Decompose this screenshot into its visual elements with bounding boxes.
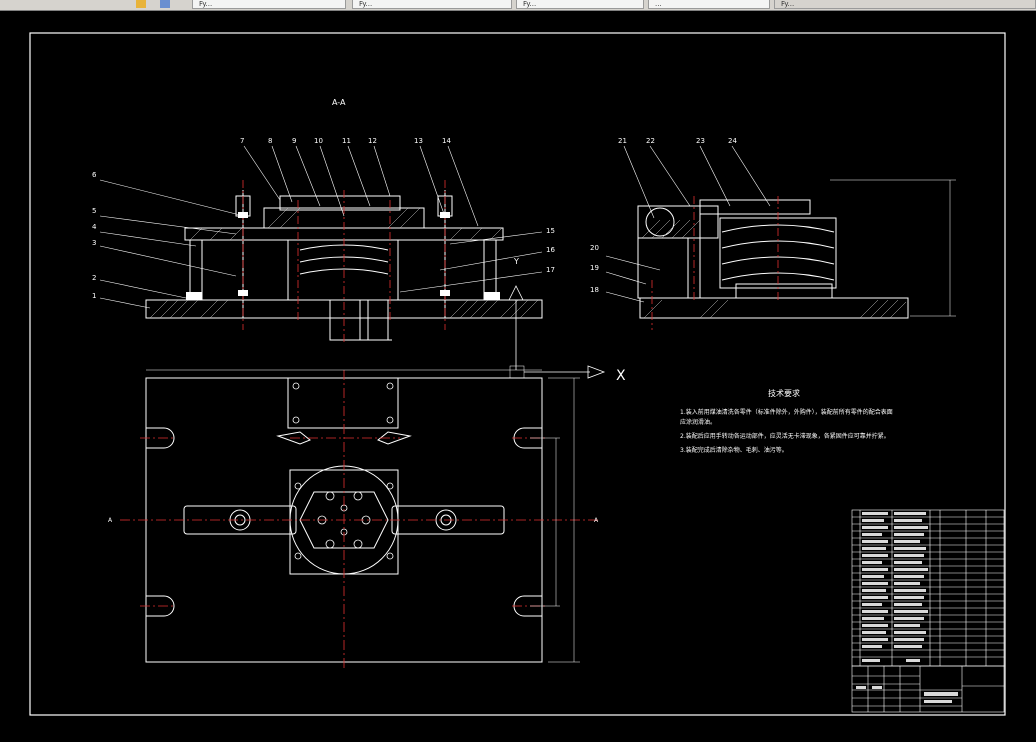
svg-text:5: 5 (92, 207, 96, 215)
parts-list-text-blocks (862, 512, 928, 662)
title-block-text (856, 686, 958, 703)
document-tab-bar: Fy... Fy... Fy... ... Fy... (0, 0, 1036, 11)
side-view-hatching (641, 219, 907, 319)
svg-text:10: 10 (314, 137, 323, 145)
front-view-bolts (186, 212, 500, 300)
svg-text:20: 20 (590, 244, 599, 252)
svg-text:3: 3 (92, 239, 96, 247)
svg-text:15: 15 (546, 227, 555, 235)
side-view-centerlines (651, 196, 779, 330)
svg-text:13: 13 (414, 137, 423, 145)
tech-line-3: 2.装配后应用手转动各运动部件，应灵活无卡滞现象，各紧固件应可靠并拧紧。 (680, 432, 890, 440)
svg-text:17: 17 (546, 266, 555, 274)
svg-text:11: 11 (342, 137, 351, 145)
drawing-frame (29, 32, 1006, 716)
svg-text:18: 18 (590, 286, 599, 294)
svg-text:24: 24 (728, 137, 737, 145)
technical-requirements: 技术要求 1.装入前用煤油清洗各零件（标准件除外，外购件），装配前所有零件的配合… (680, 388, 893, 454)
toolbar-icon[interactable] (136, 0, 146, 8)
svg-text:6: 6 (92, 171, 97, 179)
svg-text:1: 1 (92, 292, 96, 300)
svg-text:4: 4 (92, 223, 97, 231)
svg-text:8: 8 (268, 137, 272, 145)
side-view-dimensions (830, 179, 956, 317)
title-block (851, 665, 1005, 713)
axis-y-label: Y (513, 257, 519, 266)
section-mark-left: A (108, 517, 113, 524)
tab-2[interactable]: Fy... (352, 0, 512, 9)
svg-text:21: 21 (618, 137, 627, 145)
tech-line-1: 1.装入前用煤油清洗各零件（标准件除外，外购件），装配前所有零件的配合表面 (680, 408, 893, 416)
cad-drawing-canvas[interactable]: A-A (0, 11, 1036, 742)
section-title: A-A (332, 98, 346, 107)
svg-text:9: 9 (292, 137, 296, 145)
svg-text:23: 23 (696, 137, 705, 145)
axis-y-arrow (508, 285, 524, 301)
side-view (637, 199, 909, 319)
svg-text:7: 7 (240, 137, 244, 145)
drawing-svg: A-A (29, 32, 1006, 716)
tab-3[interactable]: Fy... (516, 0, 644, 9)
front-view-centerlines (242, 180, 446, 345)
tab-5[interactable]: Fy... (774, 0, 1036, 9)
layer-icon[interactable] (160, 0, 170, 8)
front-view-leaders (99, 145, 543, 309)
svg-text:16: 16 (546, 246, 555, 254)
axis-x-marker (524, 365, 606, 379)
plan-view-centerlines (120, 370, 600, 670)
svg-text:12: 12 (368, 137, 377, 145)
tech-line-4: 3.装配完成后清除杂物、毛刺、油污等。 (680, 446, 788, 454)
axis-x-label: X (616, 368, 626, 384)
svg-text:19: 19 (590, 264, 599, 272)
tech-line-2: 应涂润滑油。 (680, 418, 716, 426)
side-view-leaders (605, 145, 771, 303)
svg-text:14: 14 (442, 137, 451, 145)
svg-text:22: 22 (646, 137, 655, 145)
tech-requirements-title: 技术要求 (768, 388, 800, 398)
tab-4[interactable]: ... (648, 0, 770, 9)
front-view-part-labels: 6 5 4 3 2 1 7 8 9 10 11 12 13 14 15 16 1… (92, 137, 555, 300)
svg-text:2: 2 (92, 274, 96, 282)
side-view-part-labels: 21 22 23 24 20 19 18 (590, 137, 737, 294)
plan-view-dimensions (146, 365, 580, 663)
section-mark-right: A (594, 517, 599, 524)
plan-view-holes (292, 382, 394, 560)
tab-1[interactable]: Fy... (192, 0, 346, 9)
